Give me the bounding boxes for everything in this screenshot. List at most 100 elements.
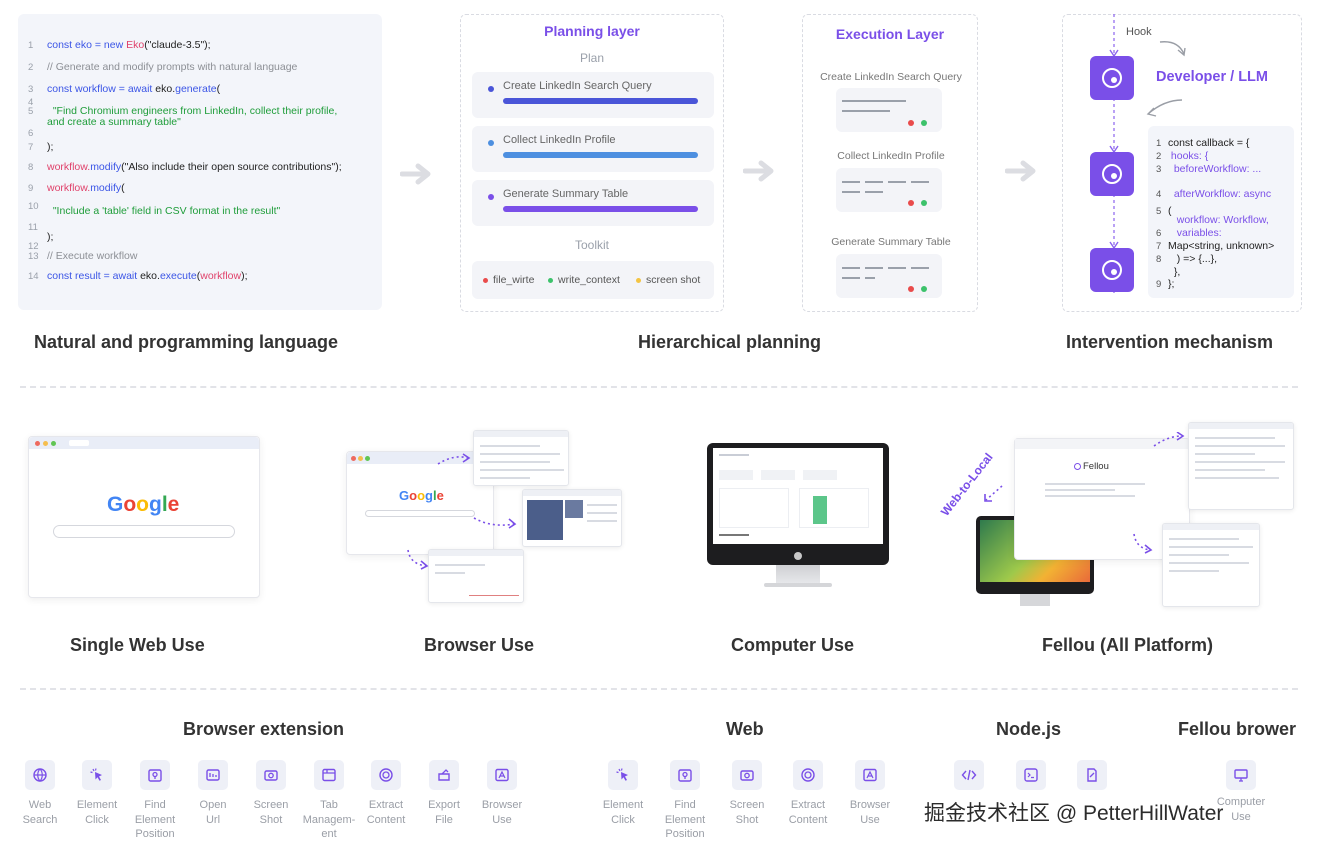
callback-line-number: 4: [1156, 189, 1162, 200]
tool-label: Web Search: [22, 799, 58, 826]
execution-item-label: Collect LinkedIn Profile: [837, 150, 945, 162]
cursor-click-icon: [82, 760, 112, 790]
execution-item-card: [836, 88, 942, 132]
tool-label: Tab Managem- ent: [302, 799, 356, 840]
tool-label: Find Element Position: [664, 799, 706, 840]
fellou-browser-window: Fellou: [1014, 438, 1190, 560]
section-divider: [20, 688, 1298, 690]
code-line-number: 4: [28, 97, 34, 108]
code-line-number: 9: [28, 183, 34, 194]
arrow-right-icon: [400, 163, 431, 185]
hook-node-icon: [1090, 152, 1134, 196]
execution-item-label: Generate Summary Table: [831, 236, 951, 248]
caption-computer-use: Computer Use: [731, 635, 855, 655]
code-line-number: 5: [28, 106, 34, 117]
fellou-logo: Fellou: [1074, 461, 1109, 472]
caption-fellou-all-platform: Fellou (All Platform): [1042, 635, 1213, 655]
code-line-number: 7: [28, 142, 34, 153]
callback-line-text: variables:: [1168, 227, 1222, 239]
tool-label: Export File: [428, 799, 460, 826]
dotted-arrow-icon: [984, 485, 1003, 502]
plan-item-label: Generate Summary Table: [503, 188, 629, 200]
hook-label: Hook: [1126, 26, 1152, 38]
code-line-text: "Include a 'table' field in CSV format i…: [47, 205, 281, 217]
callback-line-number: 5: [1156, 206, 1162, 217]
callback-line-number: 1: [1156, 138, 1162, 149]
plan-item-label: Create LinkedIn Search Query: [503, 80, 652, 92]
callback-line-text: },: [1168, 266, 1181, 278]
callback-line-text: workflow: Workflow,: [1168, 214, 1269, 226]
extract-icon: [793, 760, 823, 790]
callback-line-number: 6: [1156, 228, 1162, 239]
plan-item: Collect LinkedIn Profile: [472, 126, 714, 172]
browser-use-icon: [855, 760, 885, 790]
code-line-text: workflow.modify(: [47, 182, 125, 194]
planning-layer-title: Planning layer: [544, 23, 640, 39]
callback-line-number: 3: [1156, 164, 1162, 175]
dotted-arrow-icon: [407, 549, 429, 570]
hook-node-icon: [1090, 56, 1134, 100]
google-logo: Google: [399, 488, 444, 503]
webpage-thumbnail: [522, 489, 622, 547]
extract-icon: [371, 760, 401, 790]
export-file-icon: [429, 760, 459, 790]
code-line-text: // Execute workflow: [47, 250, 138, 262]
callback-line-text: hooks: {: [1168, 150, 1209, 162]
hook-node-icon: [1090, 248, 1134, 292]
plan-item-dot: [488, 86, 494, 92]
callback-line-text: Map<string, unknown>: [1168, 240, 1275, 252]
code-line-number: 11: [28, 222, 38, 233]
code-line-text: const workflow = await eko.generate(: [47, 83, 221, 95]
code-line-text: // Generate and modify prompts with natu…: [47, 61, 298, 73]
code-line-number: 10: [28, 201, 39, 212]
code-line-text: and create a summary table": [47, 116, 181, 128]
screenshot-icon: [256, 760, 286, 790]
computer-use-icon: [1226, 760, 1256, 790]
code-line-text: "Find Chromium engineers from LinkedIn, …: [47, 105, 338, 117]
dotted-arrow-icon: [437, 453, 471, 465]
toolkit-label: Toolkit: [574, 238, 609, 252]
webpage-thumbnail: [428, 549, 524, 603]
tool-label: Computer Use: [1216, 796, 1266, 823]
code-line-text: );: [47, 141, 54, 153]
group-title-fellou-browser: Fellou brower: [1178, 719, 1297, 739]
plan-item: Generate Summary Table: [472, 180, 714, 226]
code-line-number: 6: [28, 128, 34, 139]
callback-line-text: const callback = {: [1168, 137, 1250, 149]
tab-icon: [314, 760, 344, 790]
group-title-web: Web: [726, 719, 764, 739]
group-title-browser-extension: Browser extension: [183, 719, 345, 739]
imac-base: [764, 583, 832, 587]
dotted-arrow-icon: [1153, 432, 1185, 447]
toolkit-item: file_wirte: [483, 274, 534, 286]
dotted-arrow-icon: [1133, 533, 1153, 554]
webpage-thumbnail: [473, 430, 569, 486]
code-line-text: workflow.modify("Also include their open…: [47, 161, 342, 173]
find-element-icon: [140, 760, 170, 790]
tool-label: Extract Content: [788, 799, 828, 826]
tool-label: Browser Use: [849, 799, 891, 826]
command-icon: [1016, 760, 1046, 790]
callback-line-text: (: [1168, 205, 1172, 217]
arrow-right-icon: [1005, 160, 1036, 182]
caption-single-web-use: Single Web Use: [70, 635, 205, 655]
tool-label: Element Click: [602, 799, 644, 826]
tool-label: Screen Shot: [253, 799, 289, 826]
globe-icon: [25, 760, 55, 790]
callback-line-text: };: [1168, 278, 1175, 290]
webpage-thumbnail: [1188, 422, 1294, 510]
toolkit-item-label: file_wirte: [493, 274, 535, 286]
code-line-number: 13: [28, 251, 39, 262]
execution-item-label: Create LinkedIn Search Query: [820, 71, 962, 83]
single-web-browser-illustration: Google: [28, 436, 260, 598]
cursor-click-icon: [608, 760, 638, 790]
webpage-thumbnail: [1162, 523, 1260, 607]
callback-line-number: 7: [1156, 241, 1162, 252]
dotted-arrow-icon: [473, 517, 517, 529]
tool-label: Element Click: [76, 799, 118, 826]
toolkit-item: screen shot: [636, 274, 700, 286]
code-line-number: 8: [28, 162, 34, 173]
execution-item-card: [836, 254, 942, 298]
